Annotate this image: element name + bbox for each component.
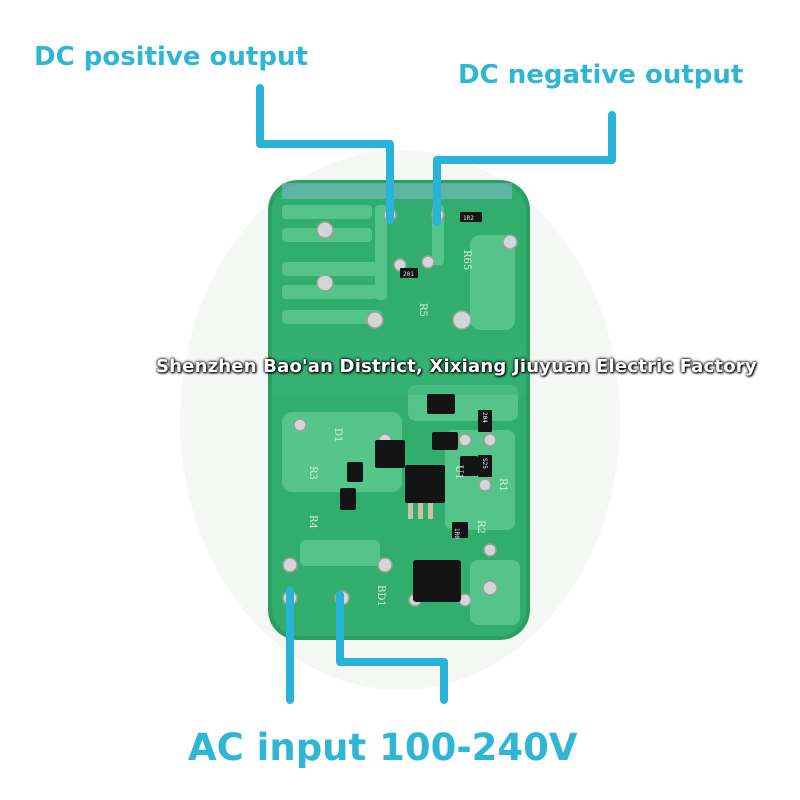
smd-s25: S25 xyxy=(481,458,488,469)
silk-bd1: BD1 xyxy=(375,585,386,607)
watermark-text: Shenzhen Bao'an District, Xixiang Jiuyua… xyxy=(156,356,757,377)
silk-r4: R4 xyxy=(307,515,318,529)
dc-positive-pointer xyxy=(256,84,394,224)
silk-r3: R3 xyxy=(307,466,318,480)
ac-input-pointer-right xyxy=(336,591,448,704)
silk-r5: R5 xyxy=(417,303,428,317)
pcb-board: R65 R5 R1 R2 R3 R4 D1 U1 BD1 1R2 201 204… xyxy=(268,180,530,640)
dc-positive-label: DC positive output xyxy=(34,42,308,72)
silk-u1: U1 xyxy=(453,465,464,480)
smd-204: 204 xyxy=(481,412,488,423)
smd-1r2: 1R2 xyxy=(463,215,474,222)
silk-r1: R1 xyxy=(497,478,508,492)
silk-r2: R2 xyxy=(475,520,486,534)
dc-negative-pointer xyxy=(433,111,616,226)
silk-r65: R65 xyxy=(461,250,472,270)
smd-1r0: 1R0 xyxy=(453,528,460,539)
ac-input-label: AC input 100-240V xyxy=(188,726,578,769)
dc-negative-label: DC negative output xyxy=(458,60,744,90)
silk-d1: D1 xyxy=(332,428,343,442)
smd-201: 201 xyxy=(403,271,414,278)
pointer-lines xyxy=(256,84,616,704)
